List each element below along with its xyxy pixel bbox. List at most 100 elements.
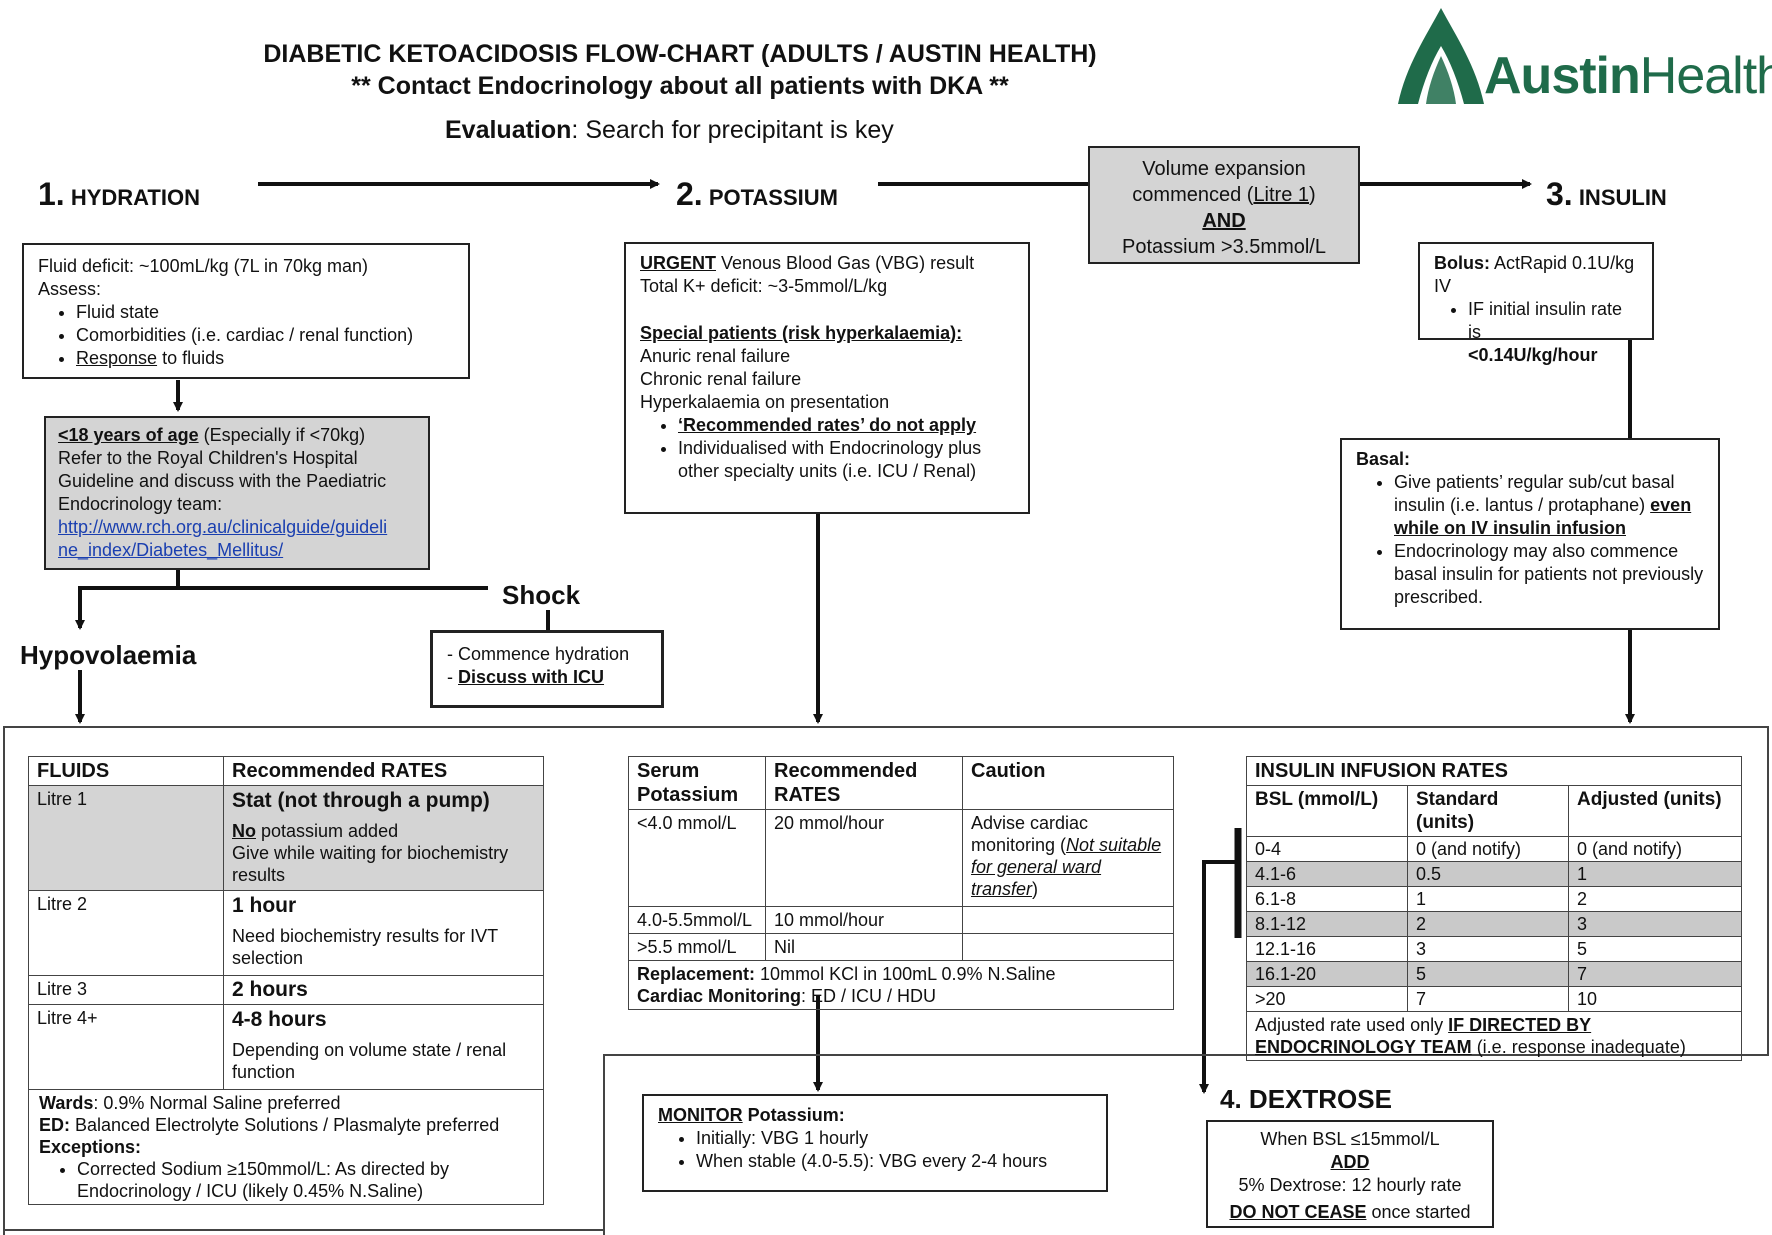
- basal-bullet: Endocrinology may also commence basal in…: [1394, 540, 1704, 609]
- monitor-title: MONITOR Potassium:: [658, 1105, 845, 1125]
- insulin-infusion-table: INSULIN INFUSION RATES BSL (mmol/L) Stan…: [1246, 756, 1742, 1061]
- special-bullet: Individualised with Endocrinology plus o…: [678, 437, 1014, 483]
- caution-cell: [962, 933, 1174, 961]
- bsl-cell: 12.1-16: [1246, 936, 1408, 962]
- standard-cell: 7: [1407, 986, 1569, 1012]
- page-subtitle: ** Contact Endocrinology about all patie…: [351, 72, 1009, 100]
- k-deficit-text: Total K+ deficit: ~3-5mmol/L/kg: [640, 276, 888, 296]
- table-row: Litre 2 1 hour Need biochemistry results…: [28, 890, 544, 976]
- insulin-footer: Adjusted rate used only IF DIRECTED BY E…: [1246, 1011, 1742, 1061]
- step-label: HYDRATION: [70, 185, 200, 210]
- paed-age-line: <18 years of age (Especially if <70kg): [58, 425, 366, 445]
- adjusted-cell: 7: [1568, 961, 1742, 987]
- volume-expansion-box: Volume expansion commenced (Litre 1) AND…: [1088, 146, 1360, 264]
- k-cell: <4.0 mmol/L: [628, 809, 766, 907]
- k-rate-cell: 20 mmol/hour: [765, 809, 963, 907]
- k-rate-cell: 10 mmol/hour: [765, 906, 963, 934]
- rate-cell: 4-8 hours Depending on volume state / re…: [223, 1004, 544, 1090]
- logo-text-health: Health: [1639, 47, 1772, 105]
- step-label: INSULIN: [1578, 185, 1667, 210]
- bsl-cell: 8.1-12: [1246, 911, 1408, 937]
- adjusted-cell: 5: [1568, 936, 1742, 962]
- adjusted-cell: 10: [1568, 986, 1742, 1012]
- dextrose-cease-line: DO NOT CEASE once started: [1229, 1202, 1471, 1222]
- k-rate-cell: Nil: [765, 933, 963, 961]
- bsl-cell: 4.1-6: [1246, 861, 1408, 887]
- cardiac-monitoring-line: Cardiac Monitoring: ED / ICU / HDU: [637, 986, 937, 1006]
- page-title: DIABETIC KETOACIDOSIS FLOW-CHART (ADULTS…: [263, 40, 1097, 68]
- volume-and: AND: [1202, 210, 1246, 232]
- step-number: 1.: [38, 176, 65, 212]
- standard-cell: 0 (and notify): [1407, 836, 1569, 862]
- table-row: 4.0-5.5mmol/L 10 mmol/hour: [628, 906, 1174, 934]
- table-row: <4.0 mmol/L 20 mmol/hour Advise cardiac …: [628, 809, 1174, 907]
- bsl-header: BSL (mmol/L): [1246, 785, 1408, 837]
- step-hydration-heading: 1. HYDRATION: [38, 176, 200, 213]
- basal-bullet: Give patients’ regular sub/cut basal ins…: [1394, 471, 1704, 540]
- assess-label: Assess:: [38, 279, 102, 299]
- bsl-cell: 6.1-8: [1246, 886, 1408, 912]
- litre-cell: Litre 1: [28, 785, 224, 891]
- logo-text-austin: Austin: [1484, 47, 1641, 105]
- rate-cell: 1 hour Need biochemistry results for IVT…: [223, 890, 544, 976]
- step-potassium-heading: 2. POTASSIUM: [676, 176, 838, 213]
- table-row: Litre 1 Stat (not through a pump) No pot…: [28, 785, 544, 891]
- litre-cell: Litre 2: [28, 890, 224, 976]
- austin-leaf-icon: [1398, 8, 1484, 104]
- monitor-item: Initially: VBG 1 hourly: [696, 1127, 1092, 1150]
- insulin-table-title: INSULIN INFUSION RATES: [1246, 756, 1742, 786]
- basal-box: Basal: Give patients’ regular sub/cut ba…: [1340, 438, 1720, 630]
- rch-guideline-link[interactable]: http://www.rch.org.au/clinicalguide/guid…: [58, 517, 388, 560]
- paediatric-box: <18 years of age (Especially if <70kg) R…: [44, 416, 430, 570]
- litre-cell: Litre 4+: [28, 1004, 224, 1090]
- dextrose-line3: 5% Dextrose: 12 hourly rate: [1238, 1175, 1462, 1195]
- bsl-cell: 16.1-20: [1246, 961, 1408, 987]
- shock-box: - Commence hydration - Discuss with ICU: [430, 630, 664, 708]
- austin-health-logo: AustinHealth: [1396, 6, 1772, 106]
- standard-header: Standard (units): [1407, 785, 1569, 837]
- k-rates-header: Recommended RATES: [765, 756, 963, 810]
- special-patient-item: Anuric renal failure: [640, 346, 791, 366]
- hypovolaemia-label: Hypovolaemia: [20, 640, 197, 670]
- bolus-box: Bolus: ActRapid 0.1U/kg IV IF initial in…: [1418, 242, 1654, 365]
- step-label: POTASSIUM: [708, 185, 838, 210]
- table-row: >5.5 mmol/L Nil: [628, 933, 1174, 961]
- bolus-line: Bolus: ActRapid 0.1U/kg IV: [1434, 253, 1635, 296]
- serum-k-header: Serum Potassium: [628, 756, 766, 810]
- litre-cell: Litre 3: [28, 975, 224, 1005]
- monitor-item: When stable (4.0-5.5): VBG every 2-4 hou…: [696, 1150, 1092, 1173]
- fluids-header: FLUIDS: [28, 756, 224, 786]
- assess-item: Fluid state: [76, 301, 454, 324]
- adjusted-cell: 1: [1568, 861, 1742, 887]
- hydration-assess-box: Fluid deficit: ~100mL/kg (7L in 70kg man…: [22, 243, 470, 379]
- table-row: Litre 4+ 4-8 hours Depending on volume s…: [28, 1004, 544, 1090]
- standard-cell: 2: [1407, 911, 1569, 937]
- special-bullet: ‘Recommended rates’ do not apply: [678, 414, 1014, 437]
- step-number: 2.: [676, 176, 703, 212]
- fluids-footer-row: Wards: 0.9% Normal Saline preferred ED: …: [28, 1089, 544, 1205]
- step-insulin-heading: 3. INSULIN: [1546, 176, 1667, 213]
- assess-item: Response to fluids: [76, 347, 454, 370]
- replacement-line: Replacement: 10mmol KCl in 100mL 0.9% N.…: [637, 964, 1056, 984]
- step-number: 3.: [1546, 176, 1573, 212]
- urgent-vbg-line: URGENT Venous Blood Gas (VBG) result: [640, 253, 975, 273]
- bolus-bullet: IF initial insulin rate is<0.14U/kg/hour: [1468, 298, 1638, 367]
- volume-line1: Volume expansion: [1142, 158, 1306, 180]
- k-cell: >5.5 mmol/L: [628, 933, 766, 961]
- step-number: 4.: [1220, 1084, 1242, 1114]
- rates-header: Recommended RATES: [223, 756, 544, 786]
- fluids-table: FLUIDS Recommended RATES Litre 1 Stat (n…: [28, 756, 544, 1205]
- bsl-cell: 0-4: [1246, 836, 1408, 862]
- volume-line4: Potassium >3.5mmol/L: [1122, 236, 1326, 258]
- monitor-potassium-box: MONITOR Potassium: Initially: VBG 1 hour…: [642, 1094, 1108, 1192]
- adjusted-cell: 0 (and notify): [1568, 836, 1742, 862]
- caution-header: Caution: [962, 756, 1174, 810]
- shock-line1: - Commence hydration: [447, 644, 630, 664]
